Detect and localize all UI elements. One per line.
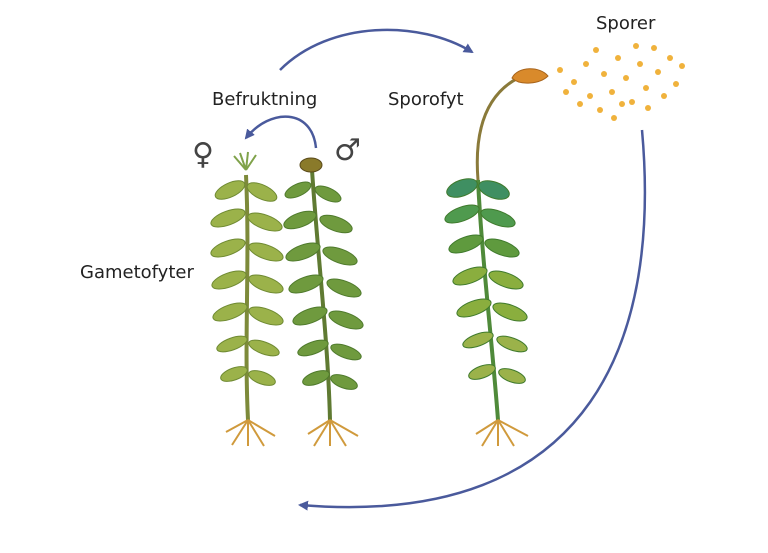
label-sporophyte: Sporofyt (388, 89, 464, 110)
arrow-fertilization (244, 115, 318, 149)
female-gametophyte (210, 151, 284, 447)
label-gametophytes: Gametofyter (80, 262, 194, 283)
female-symbol-icon: ♀ (192, 137, 214, 172)
label-fertilization: Befruktning (212, 89, 318, 110)
male-gametophyte (283, 157, 364, 447)
sporophyte-plant (444, 68, 549, 447)
arrow-to-sporophyte (279, 28, 474, 71)
label-spores: Sporer (596, 13, 656, 34)
arrow-spores-to-gametophytes (298, 129, 647, 511)
male-symbol-icon: ♂ (334, 133, 361, 168)
spore-capsule (511, 68, 549, 84)
spore-cloud (557, 43, 685, 121)
